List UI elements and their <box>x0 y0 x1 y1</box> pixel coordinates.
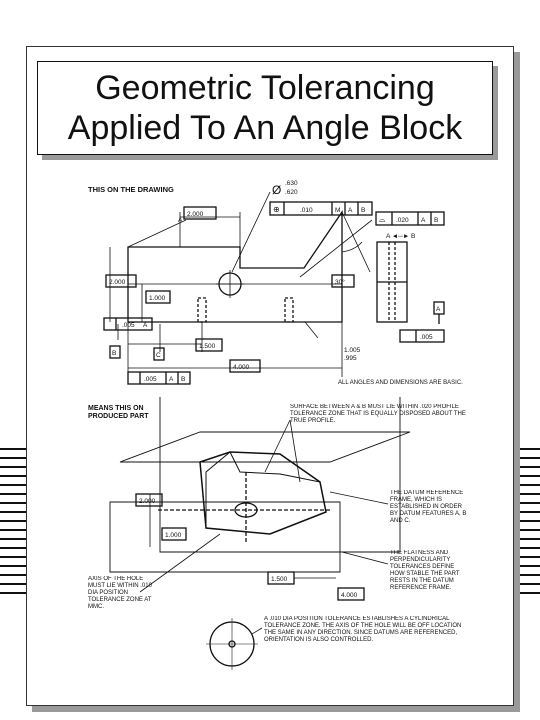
dim-1000: 1.000 <box>149 295 166 302</box>
left-edge-stripes <box>0 448 30 601</box>
size-upper: 1.005 <box>344 347 361 354</box>
profile-datum-b: B <box>434 217 438 224</box>
produced-header-2: PRODUCED PART <box>88 413 149 420</box>
datum-c-box: C <box>156 352 161 359</box>
side-datum-a: A <box>436 306 441 313</box>
note-hole: AXIS OF THE HOLE MUST LIE WITHIN .010 DI… <box>88 576 152 610</box>
profile-datum-a: A <box>421 217 426 224</box>
size-lower: .995 <box>344 355 357 362</box>
produced-header-1: MEANS THIS ON <box>88 405 144 412</box>
dim-2000-top: 2.000 <box>187 211 204 218</box>
dim-4000: 4.000 <box>233 364 250 371</box>
angle-30: 30° <box>335 278 345 286</box>
pic-dim-1000: 1.000 <box>165 532 182 539</box>
datum-plane-side <box>109 501 341 573</box>
fcf-datum-a: A <box>348 207 353 214</box>
block-front-outline <box>127 209 343 323</box>
perp-datum-a: A <box>169 376 174 383</box>
right-edge-stripes <box>510 448 540 601</box>
pic-dim-1500: 1.500 <box>271 576 288 583</box>
note-flatness: THE FLATNESS AND PERPENDICULARITY TOLERA… <box>390 550 460 591</box>
datum-plane-horizontal <box>119 431 411 463</box>
datum-b-box: B <box>112 350 116 357</box>
dim-2000-side: 2.000 <box>109 279 126 286</box>
drawing-header: THIS ON THE DRAWING <box>88 185 174 194</box>
title-line-2: Applied To An Angle Block <box>67 109 463 147</box>
dim-1500: 1.500 <box>199 343 216 350</box>
produced-part <box>199 451 327 535</box>
flatness-tol: .005 <box>122 322 135 329</box>
dia-lower: .620 <box>285 189 298 196</box>
dia-upper: .630 <box>285 180 298 187</box>
pic-dim-4000: 4.000 <box>341 592 358 599</box>
position-symbol: ⊕ <box>273 205 280 214</box>
perp-tol-c: .005 <box>144 376 157 383</box>
note-cylindrical: A .010 DIA POSITION TOLERANCE ESTABLISHE… <box>264 616 462 643</box>
note-surface: SURFACE BETWEEN A & B MUST LIE WITHIN .0… <box>290 404 466 424</box>
title-line-1: Geometric Tolerancing <box>95 69 435 107</box>
fcf-pos-tol: .010 <box>300 207 313 214</box>
note-angles: ALL ANGLES AND DIMENSIONS ARE BASIC. <box>338 380 463 386</box>
profile-tol: .020 <box>396 217 409 224</box>
pic-dim-2000: 2.000 <box>139 498 156 505</box>
note-datum-frame: THE DATUM REFERENCE FRAME, WHICH IS ESTA… <box>390 490 467 524</box>
fcf-mod: M <box>335 207 340 214</box>
fcf-datum-b: B <box>361 207 365 214</box>
side-perp-tol: .005 <box>420 334 433 341</box>
label-a: A <box>178 217 183 224</box>
flat-datum-a: A <box>143 322 148 329</box>
perp-datum-b: B <box>181 376 185 383</box>
a-to-b-label: A ◄─► B <box>386 233 415 240</box>
title-box: Geometric Tolerancing Applied To An Angl… <box>37 61 493 155</box>
angle-block-drawing: THIS ON THE DRAWING Ø .630 .620 ⊕ .010 M… <box>88 180 467 670</box>
dia-symbol: Ø <box>272 183 281 197</box>
profile-symbol: ⌓ <box>379 215 386 224</box>
datum-plane-vertical <box>159 397 401 553</box>
